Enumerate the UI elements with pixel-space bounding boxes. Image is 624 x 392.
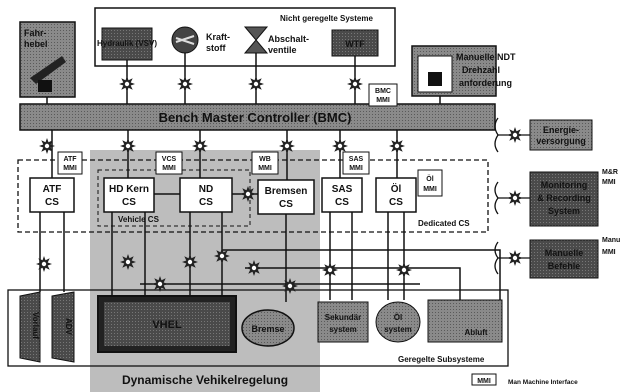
hydraulik-label: Hydraulik (VSV) bbox=[97, 39, 157, 48]
hub-icon bbox=[246, 260, 262, 276]
bremsen-cs-label-2: CS bbox=[279, 199, 293, 210]
monitoring-label-3: System bbox=[548, 206, 580, 216]
mr-mmi-1: M&R bbox=[602, 169, 618, 176]
hub-icon bbox=[507, 250, 523, 266]
bmc-title: Bench Master Controller (BMC) bbox=[159, 110, 352, 125]
oel-cs-label-1: Öl bbox=[391, 182, 402, 195]
bremse-label: Bremse bbox=[251, 324, 284, 334]
sas-cs-label-2: CS bbox=[335, 197, 349, 208]
atf-cs-label-2: CS bbox=[45, 197, 59, 208]
hub-icon bbox=[39, 138, 55, 154]
fahrhebel-label-2: hebel bbox=[24, 39, 48, 49]
oel-cs-label-2: CS bbox=[389, 197, 403, 208]
wb-mmi-1: WB bbox=[259, 156, 271, 163]
hub-icon bbox=[120, 254, 136, 270]
hub-icon bbox=[347, 76, 363, 92]
hub-icon bbox=[214, 248, 230, 264]
dynamische-label: Dynamische Vehikelregelung bbox=[122, 373, 288, 387]
hub-icon bbox=[389, 138, 405, 154]
hub-icon bbox=[507, 127, 523, 143]
manu-mmi-2: MMI bbox=[602, 249, 616, 256]
oel-system-label-2: system bbox=[384, 325, 412, 334]
hd-kern-cs-label-1: HD Kern bbox=[109, 184, 149, 195]
manuelle-ndt-label-3: anforderung bbox=[459, 78, 512, 88]
manuelle-ndt-label-1: Manuelle NDT bbox=[456, 52, 516, 62]
geregelte-label: Geregelte Subsysteme bbox=[398, 355, 485, 364]
adv-label: ADV bbox=[64, 318, 73, 336]
hub-icon bbox=[322, 262, 338, 278]
hub-icon bbox=[507, 190, 523, 206]
energie-label-2: versorgung bbox=[536, 136, 586, 146]
sekundaer-label-1: Sekundär bbox=[325, 313, 361, 322]
monitoring-label-1: Monitoring bbox=[541, 180, 588, 190]
vorlauf-label: Vorlauf bbox=[31, 312, 40, 339]
vcs-mmi-2: MMI bbox=[162, 165, 176, 172]
mr-mmi-2: MMI bbox=[602, 179, 616, 186]
atf-cs-label-1: ATF bbox=[43, 184, 62, 195]
hub-icon bbox=[120, 138, 136, 154]
hub-icon bbox=[248, 76, 264, 92]
fahrhebel-label-1: Fahr- bbox=[24, 28, 47, 38]
vehicle-cs-label: Vehicle CS bbox=[118, 215, 160, 224]
hub-icon bbox=[282, 278, 298, 294]
hub-icon bbox=[332, 138, 348, 154]
wtf-label: WTF bbox=[345, 39, 365, 49]
manuelle-befehle-block bbox=[530, 240, 598, 278]
hub-icon bbox=[279, 138, 295, 154]
hub-icon bbox=[240, 186, 256, 202]
dedicated-cs-label: Dedicated CS bbox=[418, 219, 470, 228]
nd-cs-label-2: CS bbox=[199, 197, 213, 208]
hub-icon bbox=[36, 256, 52, 272]
atf-mmi-1: ATF bbox=[63, 156, 77, 163]
engine-label: VHEL bbox=[152, 319, 182, 331]
sas-cs-label-1: SAS bbox=[332, 184, 353, 195]
hub-icon bbox=[119, 76, 135, 92]
hub-icon bbox=[182, 254, 198, 270]
oel-mmi-2: MMI bbox=[423, 186, 437, 193]
hub-icon bbox=[177, 76, 193, 92]
sas-mmi-1: SAS bbox=[349, 156, 364, 163]
manuelle-ndt-label-2: Drehzahl bbox=[462, 65, 500, 75]
kraftstoff-label-1: Kraft- bbox=[206, 32, 230, 42]
hub-icon bbox=[396, 262, 412, 278]
sas-mmi-2: MMI bbox=[349, 165, 363, 172]
abschalt-label-2: ventile bbox=[268, 45, 297, 55]
atf-mmi-2: MMI bbox=[63, 165, 77, 172]
befehle-label-2: Befehle bbox=[548, 261, 581, 271]
top-group-label: Nicht geregelte Systeme bbox=[280, 14, 373, 23]
oel-system-label-1: Öl bbox=[394, 313, 402, 322]
wb-mmi-2: MMI bbox=[258, 165, 272, 172]
vcs-mmi-1: VCS bbox=[162, 156, 177, 163]
abschalt-label-1: Abschalt- bbox=[268, 34, 309, 44]
legend-text: Man Machine Interface bbox=[508, 379, 578, 386]
bmc-mmi-label-1: BMC bbox=[375, 88, 391, 95]
monitoring-label-2: & Recording bbox=[537, 193, 591, 203]
energie-label-1: Energie- bbox=[543, 125, 579, 135]
sekundaer-label-2: system bbox=[329, 325, 357, 334]
abluft-label: Abluft bbox=[464, 328, 487, 337]
nd-cs-label-1: ND bbox=[199, 184, 213, 195]
sekundaer-block bbox=[318, 302, 368, 342]
legend-mmi: MMI bbox=[477, 378, 491, 385]
befehle-label-1: Manuelle bbox=[545, 248, 584, 258]
kraftstoff-label-2: stoff bbox=[206, 43, 226, 53]
oel-mmi-1: Öl bbox=[426, 174, 433, 183]
bremsen-cs-label-1: Bremsen bbox=[265, 186, 308, 197]
hd-kern-cs-label-2: CS bbox=[122, 197, 136, 208]
hub-icon bbox=[152, 276, 168, 292]
manu-mmi-1: Manu bbox=[602, 237, 620, 244]
bmc-mmi-label-2: MMI bbox=[376, 97, 390, 104]
hub-icon bbox=[192, 138, 208, 154]
oel-system-block bbox=[376, 302, 420, 342]
